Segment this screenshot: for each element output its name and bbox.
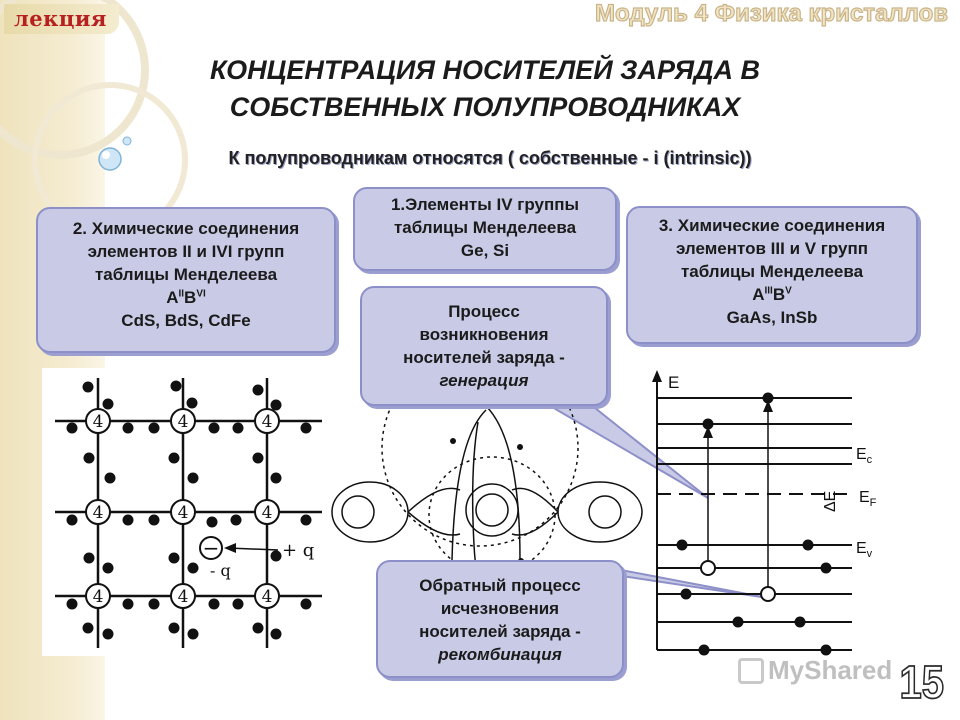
generation-callout: Процесс возникновения носителей заряда -… xyxy=(360,286,608,406)
formula-b: B xyxy=(184,288,197,307)
band-electrons xyxy=(676,392,832,656)
lattice-atoms xyxy=(85,408,280,609)
hole-marker xyxy=(199,536,223,560)
atom-valence-label: 4 xyxy=(178,412,189,432)
box-line: таблицы Менделеева xyxy=(94,265,278,284)
formula-a: A xyxy=(752,285,765,304)
atom-valence-label: 4 xyxy=(262,412,273,432)
callout-line: исчезновения xyxy=(440,599,560,618)
module-title: Модуль 4 Физика кристаллов xyxy=(594,0,948,28)
compound-examples: CdS, BdS, CdFe xyxy=(121,311,251,330)
hole-symbol: − xyxy=(203,536,220,560)
orbital-diagram xyxy=(331,349,643,601)
generation-term: генерация xyxy=(439,371,529,390)
watermark: MyShared xyxy=(768,655,893,685)
slide-title: КОНЦЕНТРАЦИЯ НОСИТЕЛЕЙ ЗАРЯДА В СОБСТВЕН… xyxy=(120,52,850,126)
crystal-lattice-diagram: 4 4 4 4 4 4 4 4 4 − + q - q xyxy=(42,368,322,656)
arrow-head-icon xyxy=(763,400,773,412)
atom-valence-label: 4 xyxy=(178,587,189,607)
lecture-label: лекция xyxy=(14,6,107,31)
callout-line: Обратный процесс xyxy=(419,576,581,595)
box-line: Ge, Si xyxy=(460,241,510,260)
box-line: элементов II и IVI групп xyxy=(87,242,285,261)
slide-title-line1: КОНЦЕНТРАЦИЯ НОСИТЕЛЕЙ ЗАРЯДА В xyxy=(209,55,761,85)
band-hole xyxy=(700,560,716,576)
box-line: 2. Химические соединения xyxy=(72,219,300,238)
minus-q-label: - q xyxy=(210,561,231,580)
decorative-rings xyxy=(0,0,188,238)
bond-electrons xyxy=(66,380,312,640)
ef-label: EF xyxy=(859,489,877,509)
callout-line: носителей заряда - xyxy=(419,622,581,641)
band-hole xyxy=(760,586,776,602)
energy-axis-arrow-icon xyxy=(652,370,662,382)
arrow-head-icon xyxy=(224,543,236,553)
lecture-tag xyxy=(4,4,119,34)
callout-line: носителей заряда - xyxy=(403,348,565,367)
compound-formula: AIIBVI xyxy=(38,286,334,309)
recombination-callout: Обратный процесс исчезновения носителей … xyxy=(376,560,624,678)
atom-valence-label: 4 xyxy=(93,412,104,432)
slide-subtitle: К полупроводникам относятся ( собственны… xyxy=(228,148,752,168)
atom-valence-label: 4 xyxy=(262,503,273,523)
myshared-logo-icon xyxy=(738,658,764,684)
formula-b-sup: VI xyxy=(196,288,206,300)
slide-title-line2: СОБСТВЕННЫХ ПОЛУПРОВОДНИКАХ xyxy=(229,92,741,122)
energy-band-diagram: E Ec EF Ev ΔE xyxy=(652,370,877,656)
callout-line: возникновения xyxy=(419,325,549,344)
atom-valence-label: 4 xyxy=(178,503,189,523)
ec-label: Ec xyxy=(856,446,873,466)
box-line: 1.Элементы IV группы xyxy=(390,195,580,214)
box-line: таблицы Менделеева xyxy=(680,262,864,281)
slide-number: 15 xyxy=(899,657,945,709)
atom-valence-label: 4 xyxy=(262,587,273,607)
compound-formula: AIIIBV xyxy=(628,283,916,306)
ev-label: Ev xyxy=(856,540,873,560)
group2-6-compounds-box: 2. Химические соединения элементов II и … xyxy=(36,207,336,353)
box-line: 3. Химические соединения xyxy=(658,216,886,235)
electron-escape-arrow xyxy=(227,547,279,551)
atom-valence-label: 4 xyxy=(93,503,104,523)
plus-q-label: + q xyxy=(282,540,314,561)
atom-valence-label: 4 xyxy=(93,587,104,607)
arrow-head-icon xyxy=(703,426,713,438)
box-line: элементов III и V групп xyxy=(675,239,869,258)
group3-5-compounds-box: 3. Химические соединения элементов III и… xyxy=(626,206,918,344)
callout-line: Процесс xyxy=(448,302,520,321)
formula-b-sup: V xyxy=(785,285,792,297)
formula-a: A xyxy=(166,288,179,307)
band-gap-label: ΔE xyxy=(822,491,839,512)
compound-examples: GaAs, InSb xyxy=(726,308,818,327)
recombination-term: рекомбинация xyxy=(438,645,562,664)
box-line: таблицы Менделеева xyxy=(393,218,577,237)
energy-axis-label: E xyxy=(668,373,679,392)
formula-b: B xyxy=(772,285,786,304)
group4-elements-box: 1.Элементы IV группы таблицы Менделеева … xyxy=(353,187,617,271)
formula-a-sup: II xyxy=(178,288,185,300)
formula-a-sup: III xyxy=(764,285,773,297)
